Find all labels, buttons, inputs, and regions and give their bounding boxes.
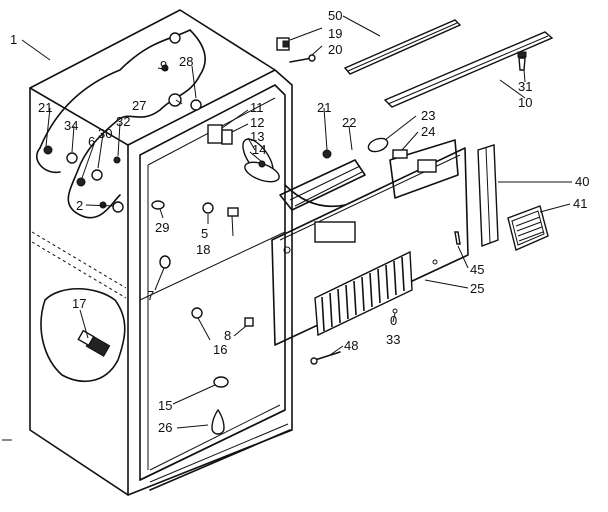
- damper-41: [507, 205, 549, 251]
- callout-15: 15: [158, 398, 172, 413]
- callout-22: 22: [342, 115, 356, 130]
- screw-45: [454, 231, 461, 245]
- callout-21-right: 21: [317, 100, 331, 115]
- callout-labels: 1 50 19 20 9 28 27 31 10 21 34 6 30 32 1…: [10, 8, 589, 435]
- callout-40: 40: [575, 174, 589, 189]
- callout-41: 41: [573, 196, 587, 211]
- callout-26: 26: [158, 420, 172, 435]
- callout-5: 5: [201, 226, 208, 241]
- clip-19: [276, 37, 290, 51]
- callout-50: 50: [328, 8, 342, 23]
- callout-10: 10: [518, 95, 532, 110]
- evaporator-fan-assembly: [207, 124, 366, 211]
- callout-9: 9: [160, 58, 167, 73]
- callout-20: 20: [328, 42, 342, 57]
- callout-12: 12: [250, 115, 264, 130]
- side-wall-fittings: [43, 32, 202, 213]
- callout-25: 25: [470, 281, 484, 296]
- cabinet-outer-shell: [29, 9, 293, 496]
- callout-34: 34: [64, 118, 78, 133]
- screw-31: [517, 51, 527, 71]
- left-wall-parts: [151, 200, 254, 435]
- callout-27: 27: [132, 98, 146, 113]
- callout-2: 2: [76, 198, 83, 213]
- leader-lines: [21, 15, 572, 429]
- callout-29: 29: [155, 220, 169, 235]
- callout-31: 31: [518, 79, 532, 94]
- callout-8: 8: [224, 328, 231, 343]
- compressor-cover-blob: [40, 287, 126, 382]
- callout-7: 7: [147, 288, 154, 303]
- callout-0: 0: [390, 313, 397, 328]
- callout-23: 23: [421, 108, 435, 123]
- callout-14: 14: [252, 142, 266, 157]
- callout-17: 17: [72, 296, 86, 311]
- screw-20: [289, 54, 316, 63]
- top-rail-50: [343, 19, 462, 75]
- control-panel-25: [271, 147, 469, 346]
- callout-13: 13: [250, 129, 264, 144]
- wiring-harness: [36, 29, 206, 219]
- control-housing-22: [389, 139, 459, 199]
- duct-40: [477, 144, 499, 247]
- callout-30: 30: [98, 126, 112, 141]
- callout-21-left: 21: [38, 100, 52, 115]
- callout-32: 32: [116, 114, 130, 129]
- callout-11: 11: [250, 100, 264, 115]
- callout-18: 18: [196, 242, 210, 257]
- thermostat-23: [367, 137, 389, 153]
- top-rail-10: [383, 31, 554, 108]
- callout-45: 45: [470, 262, 484, 277]
- callout-33: 33: [386, 332, 400, 347]
- callout-24: 24: [421, 124, 435, 139]
- knob-24: [392, 149, 408, 159]
- callout-6: 6: [88, 134, 95, 149]
- screw-48: [310, 351, 341, 365]
- callout-48: 48: [344, 338, 358, 353]
- screw-21-right: [322, 149, 332, 159]
- callout-28: 28: [179, 54, 193, 69]
- callout-19: 19: [328, 26, 342, 41]
- callout-1: 1: [10, 32, 17, 47]
- callout-16: 16: [213, 342, 227, 357]
